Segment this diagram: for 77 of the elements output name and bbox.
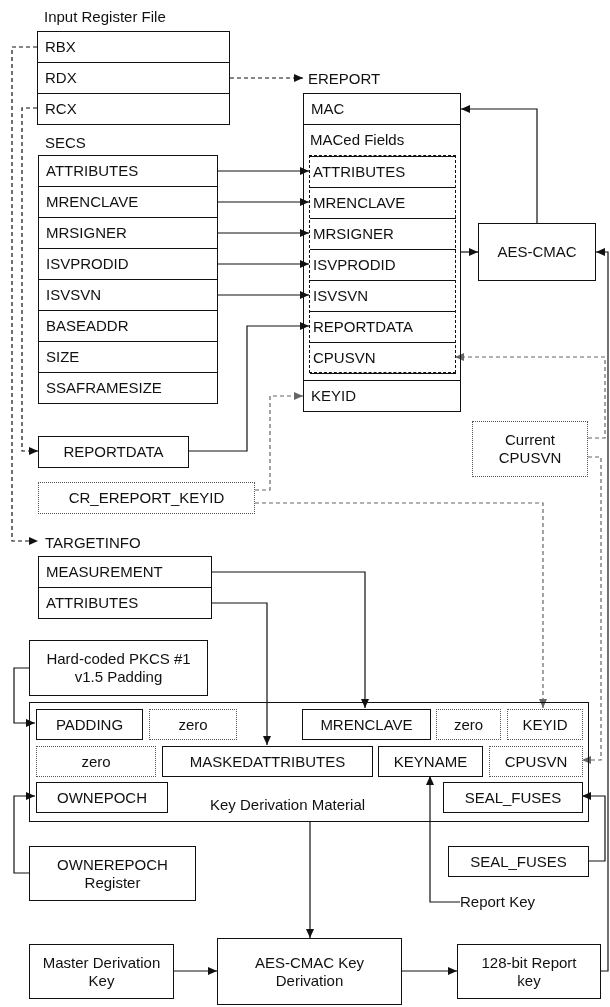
- field-row: ISVPRODID: [310, 249, 456, 281]
- dotted-box: zero: [149, 709, 237, 740]
- process-box: OWNEREPOCH Register: [29, 846, 196, 901]
- arrow: [460, 105, 538, 224]
- field-row: RCX: [37, 93, 230, 125]
- arrow: [188, 322, 310, 452]
- dashed-arrow: [454, 353, 606, 439]
- dashed-arrow: [254, 392, 304, 491]
- arrow: [581, 792, 606, 862]
- dotted-box: CR_EREPORT_KEYID: [38, 482, 255, 514]
- field-row: REPORTDATA: [310, 311, 456, 343]
- field-row: ISVSVN: [310, 280, 456, 312]
- field-row: ISVPRODID: [38, 248, 218, 280]
- field-row: MRENCLAVE: [310, 187, 456, 219]
- text-label: Report Key: [460, 890, 570, 914]
- dashed-arrow: [229, 74, 304, 82]
- dotted-box: KEYID: [507, 709, 583, 740]
- field-row: CPUSVN: [310, 342, 456, 374]
- dashed-arrow: [11, 46, 39, 545]
- field-row: ATTRIBUTES: [38, 587, 212, 619]
- group-heading: Input Register File: [44, 8, 166, 26]
- process-box: OWNEPOCH: [36, 782, 168, 813]
- dotted-box: Current CPUSVN: [472, 421, 588, 477]
- process-box: MRENCLAVE: [302, 709, 431, 740]
- process-box: 128-bit Report key: [457, 944, 601, 999]
- process-box: AES-CMAC: [478, 223, 596, 281]
- arrow: [217, 198, 310, 206]
- field-row: RDX: [37, 62, 230, 94]
- dotted-box: zero: [436, 709, 501, 740]
- process-box: SEAL_FUSES: [448, 846, 589, 877]
- process-box: KEYNAME: [378, 746, 483, 777]
- field-row: MRSIGNER: [38, 217, 218, 249]
- process-box: REPORTDATA: [38, 436, 189, 468]
- field-row: ATTRIBUTES: [38, 155, 218, 187]
- group-heading: SECS: [45, 134, 86, 152]
- process-box: Hard-coded PKCS #1 v1.5 Padding: [29, 640, 208, 696]
- arrow: [173, 967, 218, 975]
- maced-fields-section: [303, 124, 461, 381]
- field-row: ATTRIBUTES: [310, 156, 456, 188]
- field-row: SIZE: [38, 341, 218, 373]
- process-box: MASKEDATTRIBUTES: [162, 746, 373, 777]
- group-heading: EREPORT: [308, 70, 381, 88]
- arrow: [217, 260, 310, 268]
- dashed-arrow: [581, 456, 602, 764]
- field-row: MRENCLAVE: [38, 186, 218, 218]
- field-row: ISVSVN: [38, 279, 218, 311]
- panel-label: Key Derivation Material: [210, 796, 366, 814]
- field-row: MAC: [303, 93, 461, 125]
- arrow: [217, 291, 310, 299]
- dotted-box: CPUSVN: [489, 746, 583, 777]
- arrow: [211, 602, 271, 746]
- field-row: SSAFRAMESIZE: [38, 372, 218, 404]
- arrow: [401, 967, 458, 975]
- process-box: AES-CMAC Key Derivation: [217, 938, 402, 1005]
- field-row: BASEADDR: [38, 310, 218, 342]
- process-box: Master Derivation Key: [29, 944, 174, 999]
- process-box: SEAL_FUSES: [443, 782, 583, 813]
- group-heading: MACed Fields: [310, 131, 405, 149]
- arrow: [13, 792, 36, 874]
- field-row: MEASUREMENT: [38, 556, 212, 588]
- key-derivation-panel: [29, 702, 589, 822]
- group-heading: TARGETINFO: [45, 534, 141, 552]
- arrow: [217, 167, 310, 175]
- arrow: [460, 248, 479, 256]
- dashed-arrow: [254, 502, 547, 709]
- dashed-arrow: [21, 107, 39, 455]
- arrow: [426, 775, 461, 903]
- arrow: [595, 248, 609, 972]
- field-row: RBX: [37, 31, 230, 63]
- arrow: [211, 571, 369, 709]
- arrow: [306, 821, 314, 939]
- dotted-box: zero: [36, 746, 156, 777]
- arrow: [13, 667, 36, 727]
- field-row: MRSIGNER: [310, 218, 456, 250]
- process-box: PADDING: [36, 709, 143, 740]
- field-row: KEYID: [303, 380, 461, 412]
- arrow: [217, 229, 310, 237]
